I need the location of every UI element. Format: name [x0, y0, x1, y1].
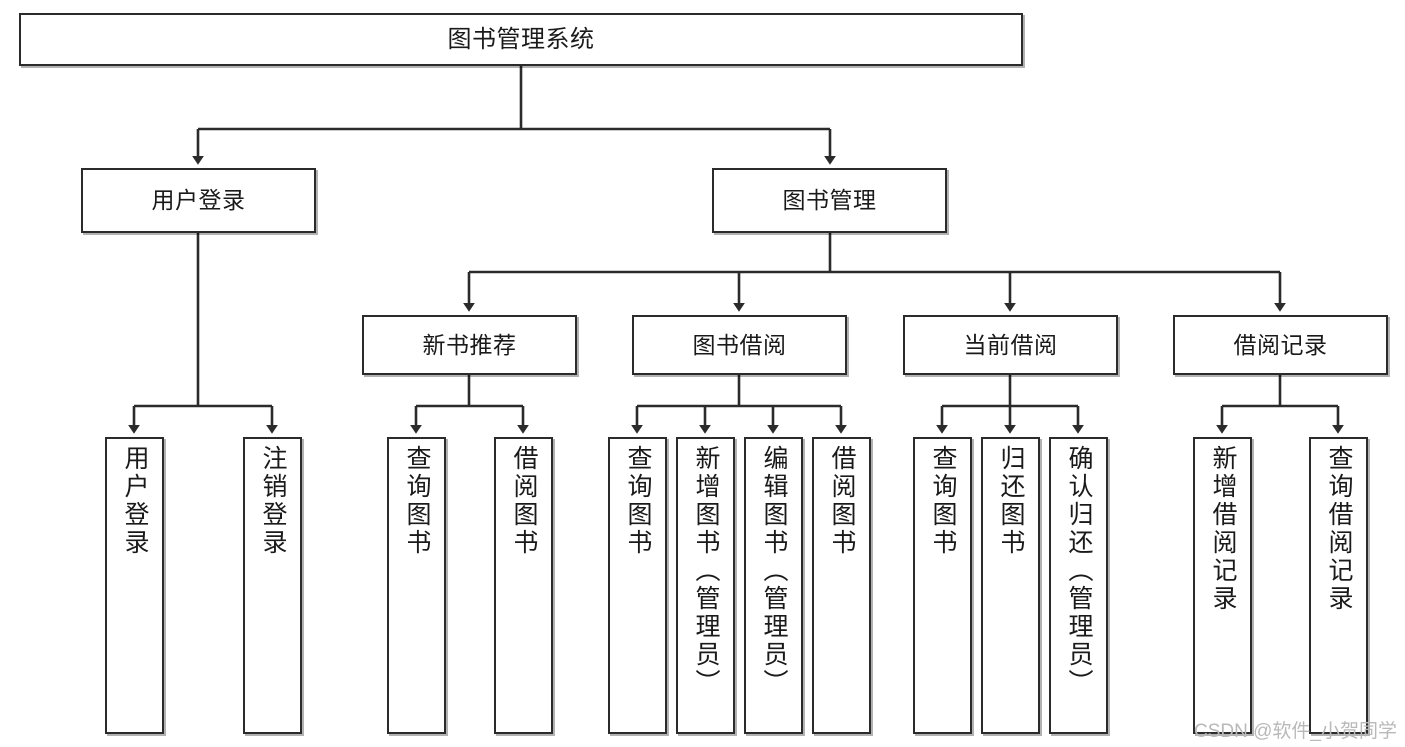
leaf-book-borrow-query-label: 查询图书: [624, 445, 652, 557]
leaf-borrow-record-add[interactable]: 新增借阅记录: [1193, 437, 1252, 734]
watermark: CSDN @软件_小贺同学: [1194, 721, 1397, 742]
node-book-management-label: 图书管理: [782, 187, 877, 214]
leaf-current-borrow-confirm-return[interactable]: 确认归还（管理员）: [1049, 437, 1108, 734]
leaf-user-login-login-label: 用户登录: [121, 445, 149, 557]
node-user-login-label: 用户登录: [151, 187, 246, 214]
leaf-book-borrow-borrow-label: 借阅图书: [828, 445, 856, 557]
leaf-book-borrow-add[interactable]: 新增图书（管理员）: [676, 437, 735, 734]
leaf-user-login-login[interactable]: 用户登录: [105, 437, 164, 734]
node-book-borrow-label: 图书借阅: [692, 331, 787, 358]
node-current-borrow-label: 当前借阅: [963, 331, 1058, 358]
node-new-book-recommend-label: 新书推荐: [422, 331, 517, 358]
leaf-new-book-borrow[interactable]: 借阅图书: [494, 437, 553, 734]
leaf-borrow-record-add-label: 新增借阅记录: [1209, 445, 1237, 613]
leaf-book-borrow-edit[interactable]: 编辑图书（管理员）: [744, 437, 803, 734]
leaf-current-borrow-query-label: 查询图书: [929, 445, 957, 557]
leaf-current-borrow-return-label: 归还图书: [997, 445, 1025, 557]
leaf-user-login-logout[interactable]: 注销登录: [243, 437, 302, 734]
leaf-current-borrow-confirm-return-label: 确认归还（管理员）: [1065, 445, 1093, 697]
leaf-book-borrow-edit-label: 编辑图书（管理员）: [760, 445, 788, 697]
node-new-book-recommend[interactable]: 新书推荐: [362, 315, 577, 375]
node-book-borrow[interactable]: 图书借阅: [632, 315, 847, 375]
leaf-book-borrow-add-label: 新增图书（管理员）: [692, 445, 720, 697]
node-root-label: 图书管理系统: [447, 25, 595, 53]
node-borrow-record[interactable]: 借阅记录: [1173, 315, 1388, 375]
node-borrow-record-label: 借阅记录: [1233, 331, 1328, 358]
leaf-current-borrow-query[interactable]: 查询图书: [913, 437, 972, 734]
node-book-management[interactable]: 图书管理: [712, 168, 947, 233]
leaf-new-book-borrow-label: 借阅图书: [510, 445, 538, 557]
leaf-current-borrow-return[interactable]: 归还图书: [981, 437, 1040, 734]
node-current-borrow[interactable]: 当前借阅: [903, 315, 1118, 375]
leaf-user-login-logout-label: 注销登录: [259, 445, 287, 557]
leaf-new-book-query-label: 查询图书: [403, 445, 431, 557]
leaf-borrow-record-query[interactable]: 查询借阅记录: [1309, 437, 1368, 734]
node-root[interactable]: 图书管理系统: [19, 13, 1023, 66]
leaf-book-borrow-borrow[interactable]: 借阅图书: [812, 437, 871, 734]
leaf-borrow-record-query-label: 查询借阅记录: [1325, 445, 1353, 613]
leaf-new-book-query[interactable]: 查询图书: [387, 437, 446, 734]
leaf-book-borrow-query[interactable]: 查询图书: [608, 437, 667, 734]
node-user-login[interactable]: 用户登录: [81, 168, 316, 233]
